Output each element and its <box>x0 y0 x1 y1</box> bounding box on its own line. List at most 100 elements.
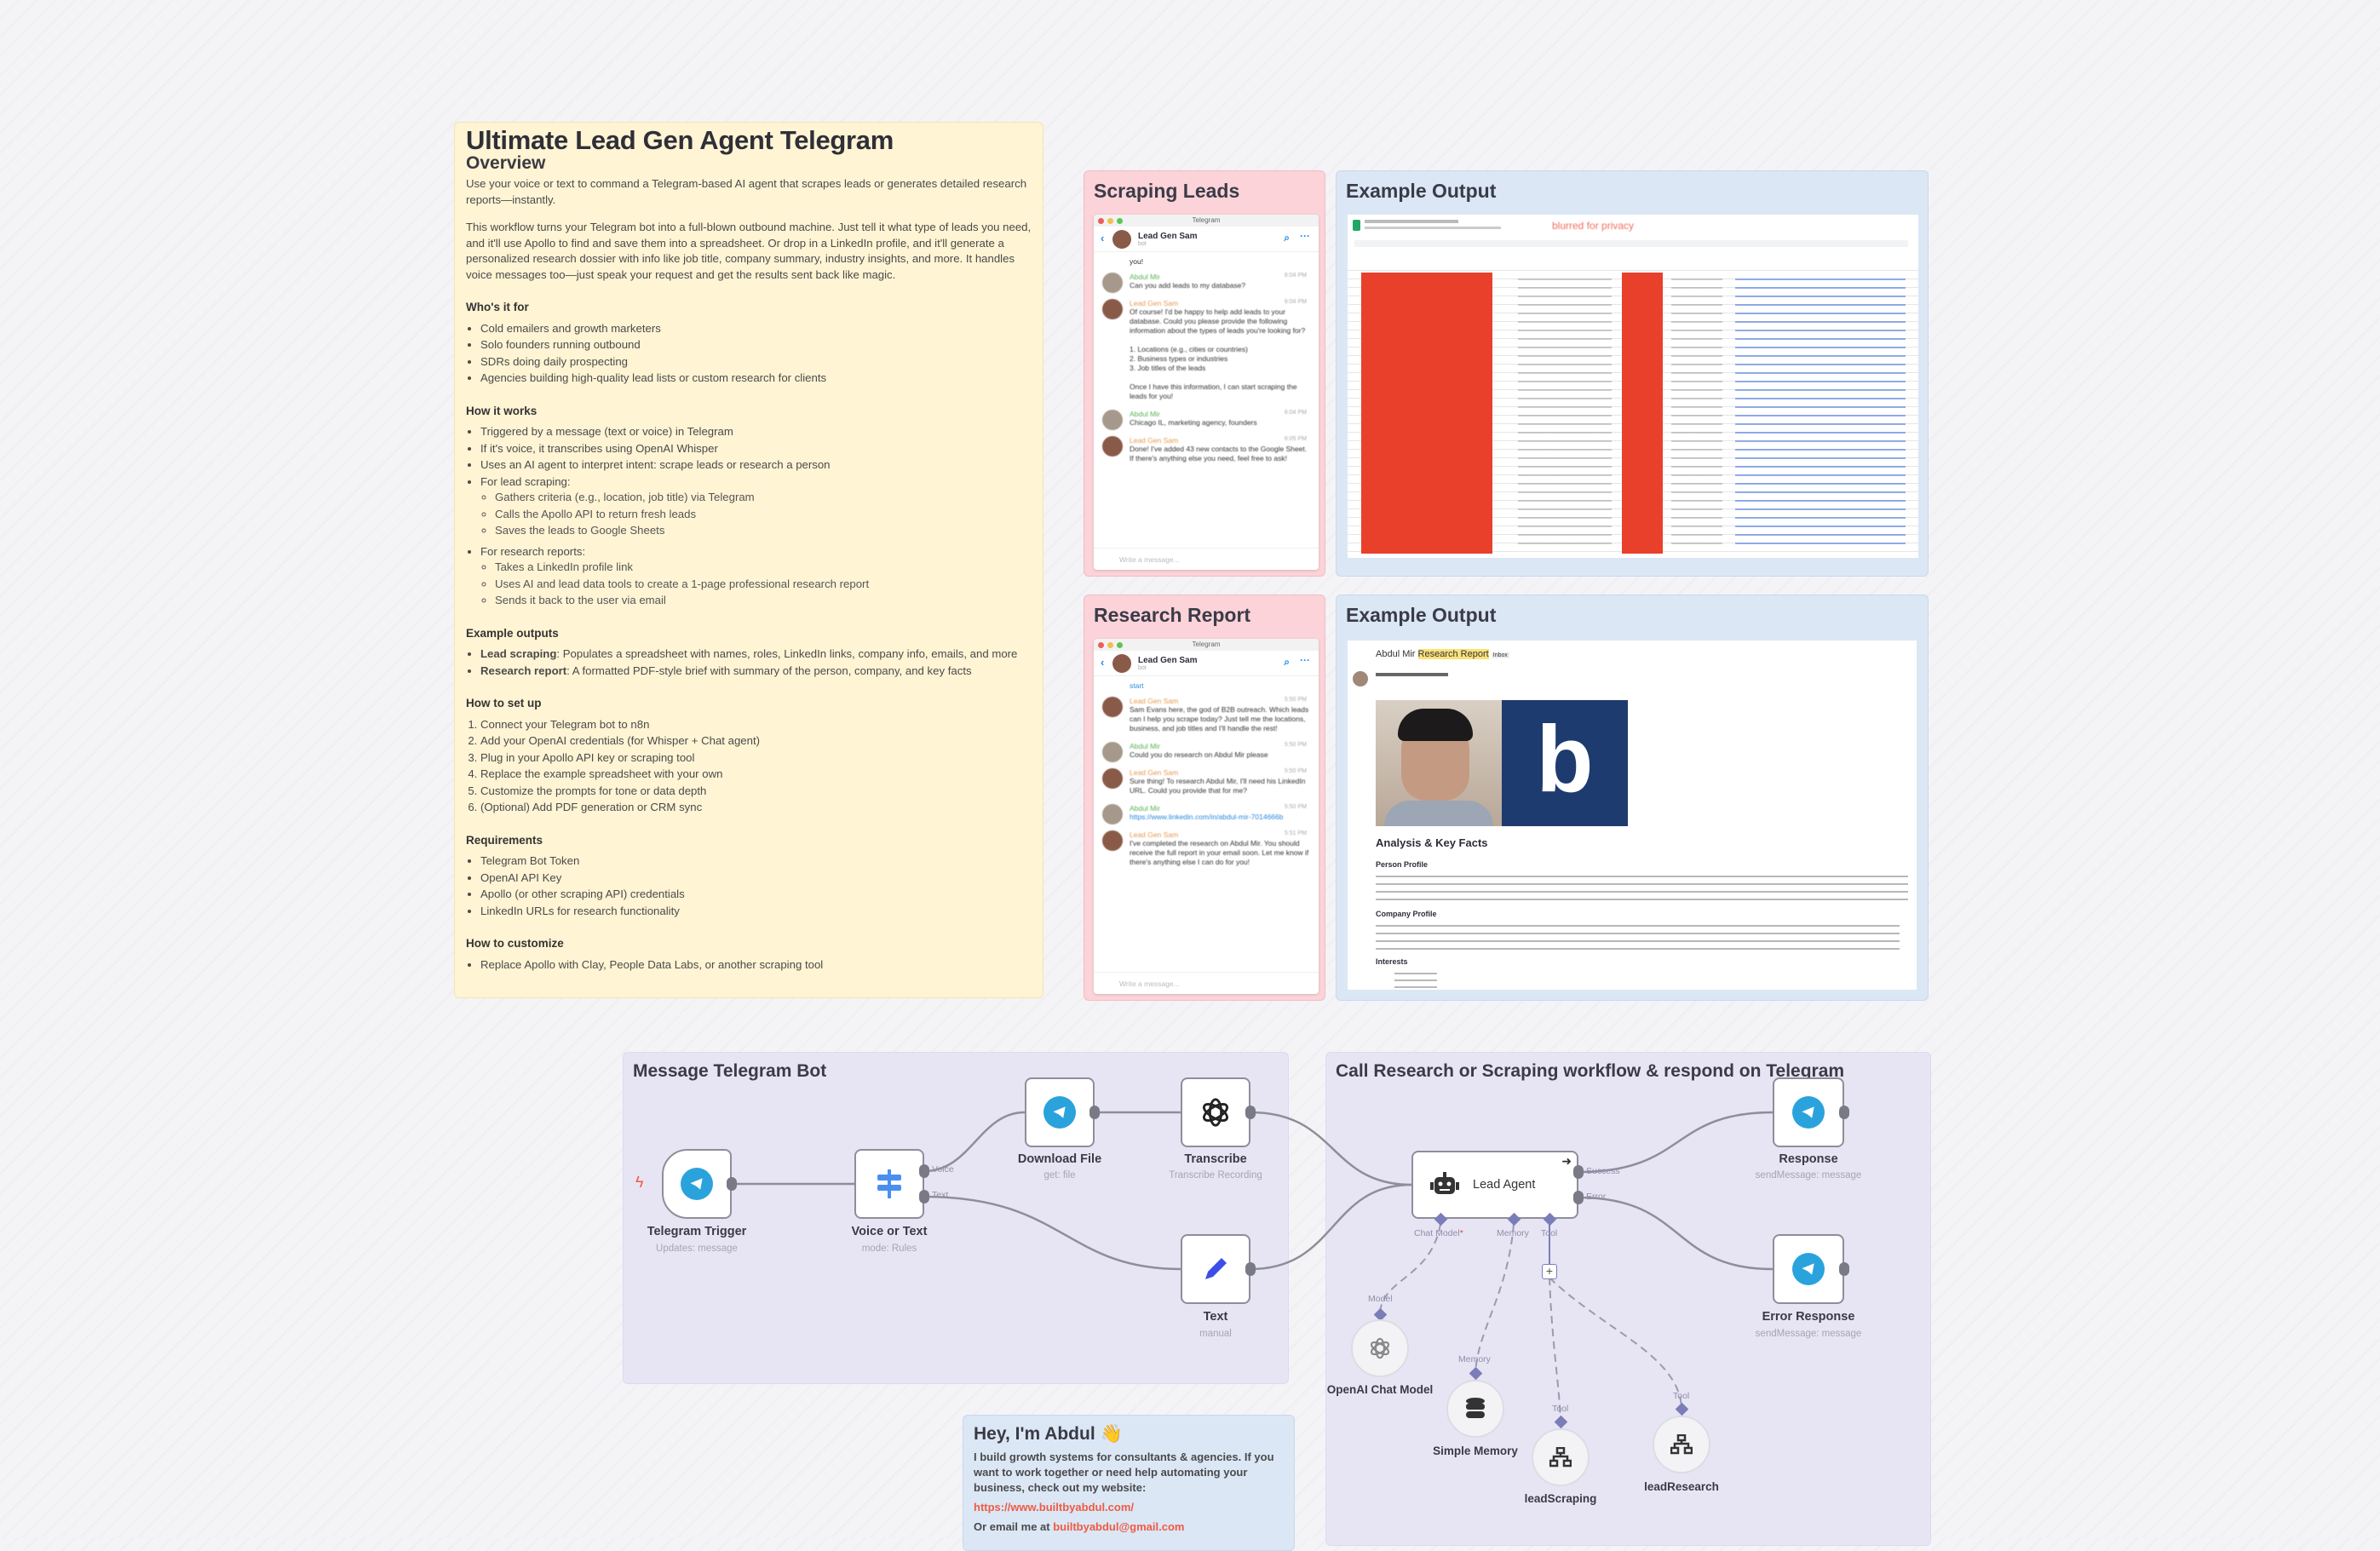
scraping-leads-sticky-note[interactable]: Scraping Leads Telegram ‹ Lead Gen Sam b… <box>1084 170 1325 577</box>
sheet-title-blur <box>1365 220 1458 223</box>
chat-name: Lead Gen Sam <box>1138 656 1198 665</box>
voice-or-text-switch-node[interactable] <box>854 1149 924 1219</box>
example-output-email-note[interactable]: Example Output Abdul Mir Research Report… <box>1336 595 1929 1001</box>
list-item-bold: Research report <box>480 663 567 677</box>
error-response-node[interactable] <box>1773 1234 1844 1304</box>
back-chevron-icon[interactable]: ‹ <box>1101 656 1105 669</box>
output-handle-success[interactable] <box>1573 1165 1584 1179</box>
example-output-sheet-note[interactable]: Example Output blurred for privacy <box>1336 170 1929 577</box>
lead-scraping-tool-node[interactable] <box>1532 1428 1590 1486</box>
avatar <box>1102 742 1123 762</box>
avatar <box>1102 299 1123 319</box>
port-label: Tool <box>1541 1228 1558 1238</box>
node-subtitle: sendMessage: message <box>1755 1170 1862 1180</box>
message-text: Can you add leads to my database? <box>1130 281 1246 290</box>
scraping-leads-title: Scraping Leads <box>1094 180 1240 202</box>
message-input[interactable]: Write a message... <box>1094 972 1319 994</box>
switch-signpost-icon <box>877 1169 901 1198</box>
node-subtitle: get: file <box>1043 1170 1076 1180</box>
back-chevron-icon[interactable]: ‹ <box>1101 232 1105 244</box>
lead-research-tool-node[interactable] <box>1653 1416 1710 1473</box>
research-report-title: Research Report <box>1094 604 1251 626</box>
message-telegram-bot-group[interactable]: Message Telegram Bot <box>623 1052 1289 1384</box>
overview-description: This workflow turns your Telegram bot in… <box>466 221 1032 281</box>
list-item-text: : Populates a spreadsheet with names, ro… <box>556 647 1018 660</box>
output-handle[interactable] <box>1245 1262 1256 1276</box>
avatar <box>1112 230 1131 249</box>
output-label: Text <box>932 1190 949 1200</box>
inbox-badge[interactable]: Inbox <box>1491 652 1509 658</box>
port-label: Tool <box>1673 1391 1690 1401</box>
report-list <box>1394 973 1437 990</box>
sheet-link-column <box>1735 279 1906 551</box>
download-file-node[interactable] <box>1025 1077 1095 1147</box>
requirements-heading: Requirements <box>466 833 543 847</box>
node-subtitle: Transcribe Recording <box>1169 1170 1262 1180</box>
output-handle-error[interactable] <box>1573 1191 1584 1204</box>
list-item: Sends it back to the user via email <box>495 593 1032 609</box>
overview-heading: Overview <box>466 152 546 173</box>
message-time: 5:50 PM <box>1284 697 1307 703</box>
output-handle-voice[interactable] <box>919 1164 929 1178</box>
research-report-sticky-note[interactable]: Research Report Telegram ‹ Lead Gen Sam … <box>1084 595 1325 1001</box>
output-handle[interactable] <box>1839 1106 1849 1119</box>
message-input[interactable]: Write a message... <box>1094 548 1319 570</box>
subject-text: Abdul Mir <box>1376 649 1418 659</box>
sender-avatar <box>1353 671 1368 686</box>
simple-memory-node[interactable] <box>1446 1380 1504 1438</box>
transcribe-node[interactable] <box>1181 1077 1250 1147</box>
message-time: 6:05 PM <box>1284 436 1307 442</box>
search-icon[interactable]: ⌕ <box>1284 656 1290 668</box>
chat-name: Lead Gen Sam <box>1138 232 1198 241</box>
more-icon[interactable]: ··· <box>1300 230 1310 242</box>
output-handle[interactable] <box>1245 1106 1256 1119</box>
openai-chat-model-node[interactable] <box>1351 1319 1409 1377</box>
lead-agent-node[interactable]: Lead Agent ➜ <box>1411 1151 1578 1219</box>
message-sender: Abdul Mir <box>1130 273 1160 281</box>
more-icon[interactable]: ··· <box>1300 654 1310 666</box>
search-icon[interactable]: ⌕ <box>1284 232 1290 244</box>
overview-sticky-note[interactable]: Ultimate Lead Gen Agent Telegram Overvie… <box>454 122 1043 998</box>
message-sender: Lead Gen Sam <box>1130 697 1179 705</box>
connection-model <box>1379 1223 1441 1313</box>
text-node[interactable] <box>1181 1234 1250 1304</box>
chat-status: bot <box>1138 665 1147 671</box>
report-paragraph <box>1376 876 1908 901</box>
output-handle[interactable] <box>1089 1106 1100 1119</box>
input-placeholder: Write a message... <box>1119 555 1180 564</box>
output-handle-text[interactable] <box>919 1190 929 1203</box>
add-tool-button[interactable]: + <box>1542 1264 1557 1279</box>
list-item: Saves the leads to Google Sheets <box>495 523 1032 539</box>
report-section-heading: Person Profile <box>1376 860 1429 869</box>
response-node[interactable] <box>1773 1077 1844 1147</box>
overview-intro: Use your voice or text to command a Tele… <box>466 177 1027 206</box>
port-label: Memory <box>1458 1354 1491 1364</box>
list-item: Customize the prompts for tone or data d… <box>480 784 1032 800</box>
output-handle[interactable] <box>727 1177 737 1191</box>
list-item: Plug in your Apollo API key or scraping … <box>480 750 1032 767</box>
message-sender: Abdul Mir <box>1130 804 1160 813</box>
telegram-screenshot: Telegram ‹ Lead Gen Sam bot ⌕ ··· you! A… <box>1094 215 1319 570</box>
website-link[interactable]: https://www.builtbyabdul.com/ <box>974 1501 1135 1514</box>
about-author-sticky-note[interactable]: Hey, I'm Abdul 👋 I build growth systems … <box>963 1415 1295 1551</box>
connection-text-agent <box>1250 1183 1412 1271</box>
database-icon <box>1466 1398 1485 1418</box>
required-asterisk: * <box>1459 1228 1463 1238</box>
port-label: Tool <box>1552 1404 1569 1414</box>
telegram-trigger-node[interactable] <box>662 1149 732 1219</box>
message-time: 6:04 PM <box>1284 410 1307 416</box>
output-handle[interactable] <box>1839 1262 1849 1276</box>
email-link[interactable]: builtbyabdul@gmail.com <box>1053 1520 1185 1533</box>
minimize-dot-icon <box>1107 642 1113 648</box>
message-sender: Lead Gen Sam <box>1130 436 1179 445</box>
connection-tool-research <box>1549 1277 1682 1408</box>
sitemap-icon <box>1549 1447 1572 1468</box>
connection-voice-download <box>923 1111 1026 1173</box>
report-section-heading: Company Profile <box>1376 910 1437 918</box>
privacy-label: blurred for privacy <box>1552 220 1635 232</box>
